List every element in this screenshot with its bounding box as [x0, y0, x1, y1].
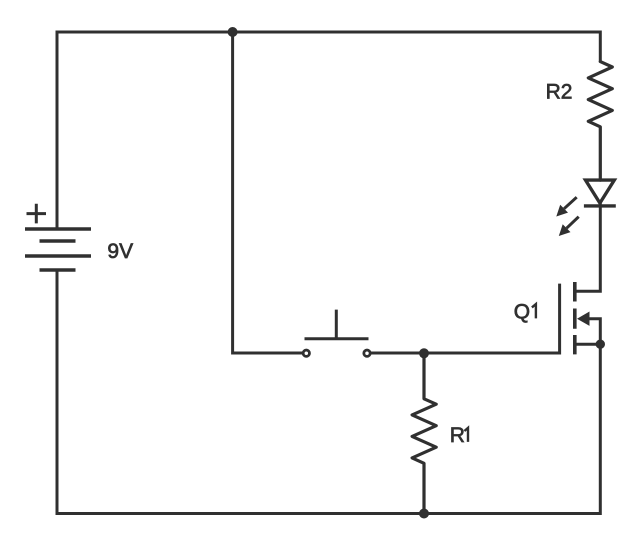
svg-text:9V: 9V [107, 240, 133, 263]
svg-text:Q: Q [514, 300, 530, 323]
svg-text:R2: R2 [546, 80, 573, 103]
svg-text:R: R [450, 424, 465, 447]
